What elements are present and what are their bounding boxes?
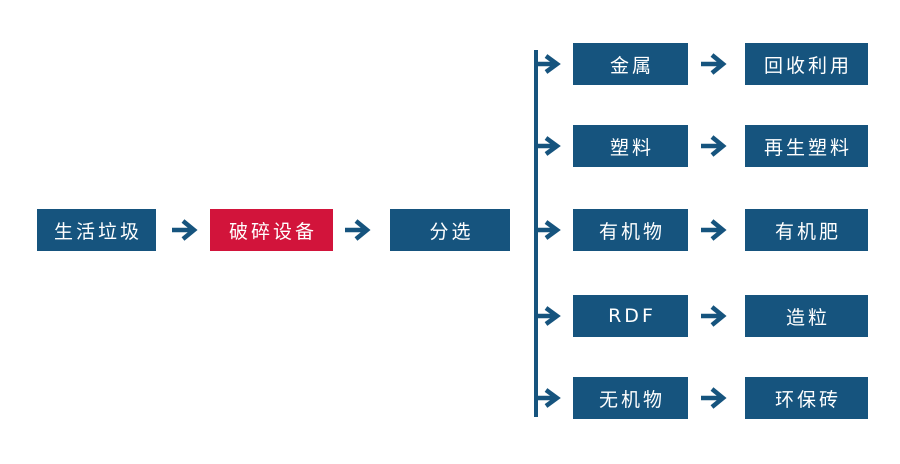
- node-metal: 金属: [573, 43, 688, 85]
- node-granulation: 造粒: [745, 295, 868, 337]
- branch-trunk-line: [534, 50, 538, 417]
- arrow-right-icon: [536, 54, 561, 74]
- arrow-right-icon: [536, 388, 561, 408]
- node-eco-brick: 环保砖: [745, 377, 868, 419]
- node-sorting: 分选: [390, 209, 510, 251]
- node-rdf: RDF: [573, 295, 688, 337]
- arrow-right-icon: [536, 136, 561, 156]
- node-recycled-plastic: 再生塑料: [745, 125, 868, 167]
- node-recycling: 回收利用: [745, 43, 868, 85]
- arrow-right-icon: [536, 220, 561, 240]
- arrow-right-icon: [701, 53, 727, 75]
- node-organic-matter: 有机物: [573, 209, 688, 251]
- node-organic-fertilizer: 有机肥: [745, 209, 868, 251]
- arrow-right-icon: [701, 387, 727, 409]
- arrow-right-icon: [172, 219, 198, 241]
- arrow-right-icon: [701, 135, 727, 157]
- arrow-right-icon: [701, 219, 727, 241]
- node-household-waste: 生活垃圾: [37, 209, 156, 251]
- arrow-right-icon: [701, 305, 727, 327]
- node-inorganic-matter: 无机物: [573, 377, 688, 419]
- node-crushing-equipment: 破碎设备: [210, 209, 333, 251]
- node-plastic: 塑料: [573, 125, 688, 167]
- arrow-right-icon: [536, 306, 561, 326]
- arrow-right-icon: [345, 219, 371, 241]
